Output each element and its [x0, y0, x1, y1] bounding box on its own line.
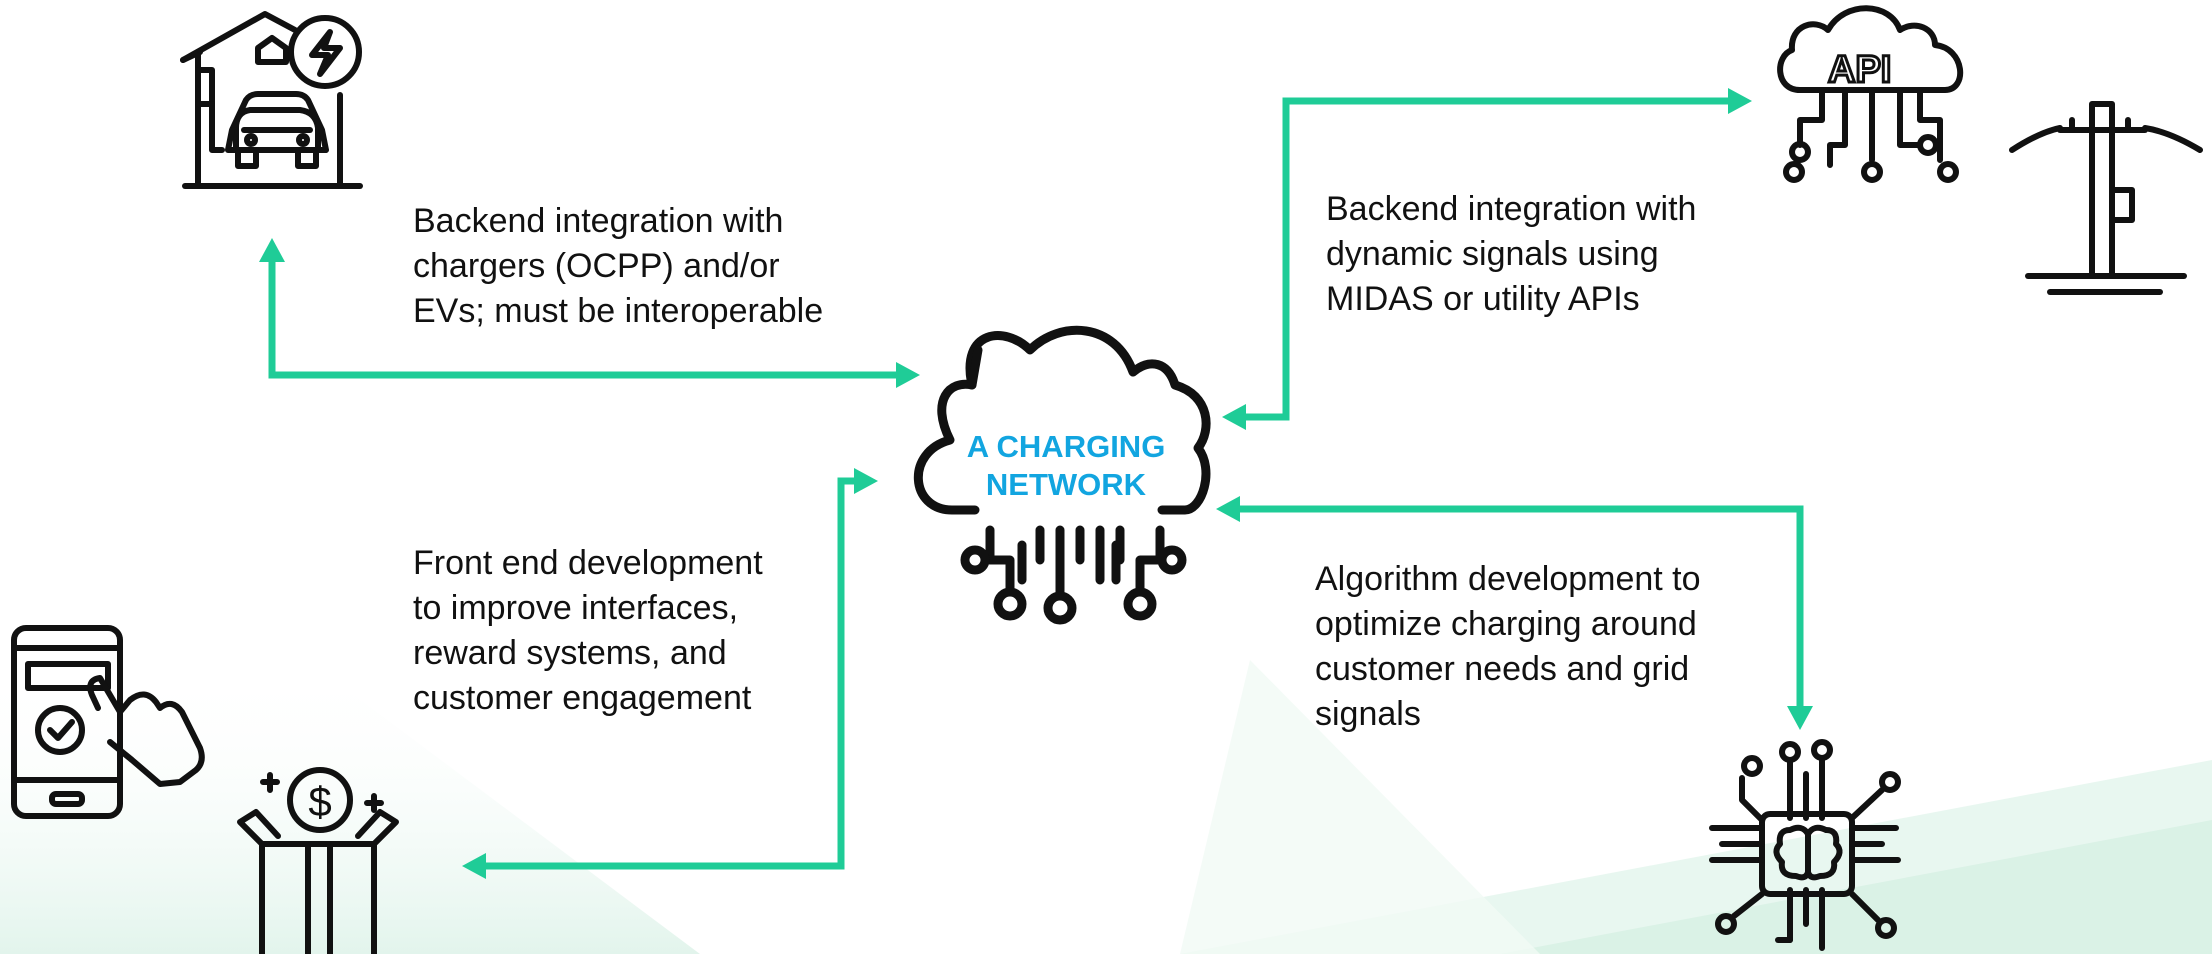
arrowhead-left-center-signals [1222, 404, 1246, 430]
label-algorithm-line-3: customer needs and grid [1315, 650, 1690, 688]
arrowhead-right-api [1728, 88, 1752, 114]
label-algorithm-line-2: optimize charging around [1315, 605, 1697, 643]
label-signals: Backend integration with dynamic signals… [1326, 187, 1696, 322]
power-pole-icon [2009, 101, 2203, 295]
label-frontend: Front end development to improve interfa… [413, 541, 763, 721]
label-frontend-line-4: customer engagement [413, 679, 752, 717]
arrowhead-up-chargers [259, 238, 285, 262]
label-signals-line-1: Backend integration with [1326, 190, 1697, 228]
center-network-title: A CHARGING NETWORK [900, 428, 1232, 504]
center-title-line-1: A CHARGING [966, 429, 1166, 464]
connector-chargers [268, 262, 898, 379]
label-chargers: Backend integration with chargers (OCPP)… [413, 199, 823, 334]
arrowhead-left-frontend [462, 853, 486, 879]
api-cloud-icon [1777, 5, 1964, 183]
label-frontend-line-2: to improve interfaces, [413, 589, 739, 627]
arrowhead-right-center-frontend [854, 468, 878, 494]
arrowhead-down-algorithm [1787, 706, 1813, 730]
cloud-network-icon [913, 325, 1211, 625]
home-ev-charger-icon [180, 11, 363, 189]
connector-frontend [480, 477, 860, 870]
arrowhead-left-center-algorithm [1216, 496, 1240, 522]
label-chargers-line-2: chargers (OCPP) and/or [413, 247, 780, 285]
api-label: API [1828, 49, 1891, 91]
arrowhead-right-center-left [896, 362, 920, 388]
label-signals-line-3: MIDAS or utility APIs [1326, 280, 1640, 318]
label-chargers-line-3: EVs; must be interoperable [413, 292, 824, 330]
connector-signals [1232, 97, 1738, 421]
label-algorithm-line-1: Algorithm development to [1315, 560, 1701, 598]
label-algorithm-line-4: signals [1315, 695, 1421, 733]
svg-text:$: $ [308, 778, 331, 825]
label-signals-line-2: dynamic signals using [1326, 235, 1659, 273]
label-frontend-line-1: Front end development [413, 544, 763, 582]
label-frontend-line-3: reward systems, and [413, 634, 727, 672]
label-algorithm: Algorithm development to optimize chargi… [1315, 557, 1701, 737]
label-chargers-line-1: Backend integration with [413, 202, 784, 240]
connector-algorithm [1240, 505, 1804, 708]
ai-chip-icon [1709, 739, 1901, 951]
reward-box-icon: $ [237, 767, 399, 954]
center-title-line-2: NETWORK [985, 467, 1147, 502]
smartphone-tap-icon [11, 625, 205, 819]
